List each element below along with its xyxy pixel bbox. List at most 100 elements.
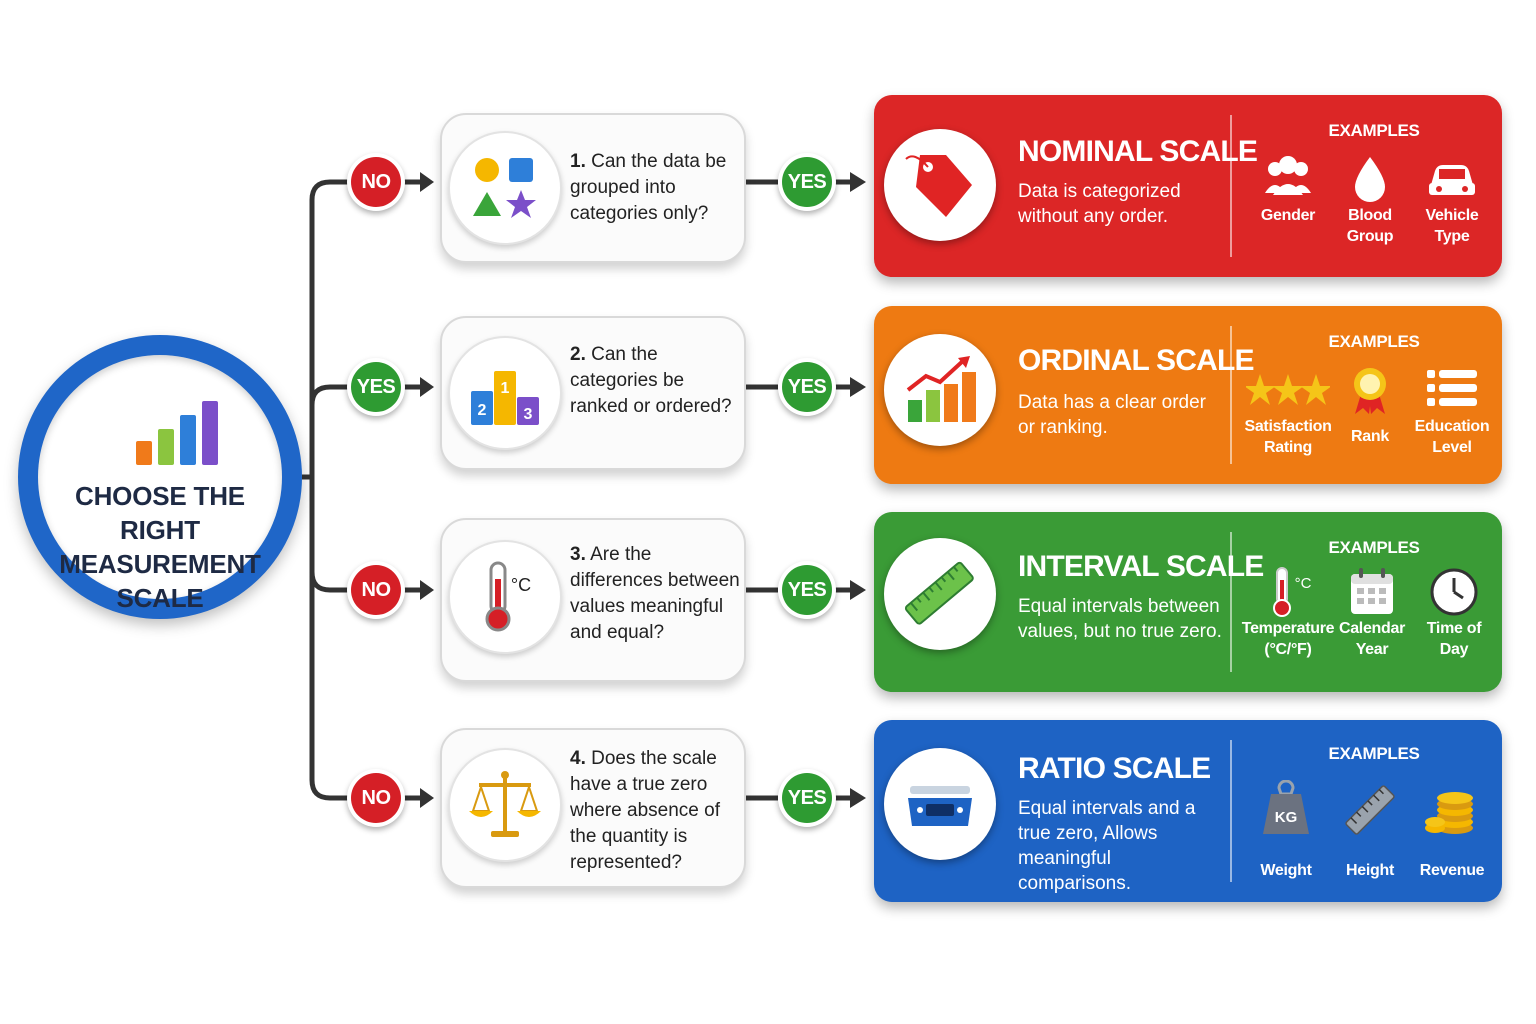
connector-to-q2 [309, 384, 348, 406]
no-badge-q4: NO [347, 769, 405, 827]
podium-icon: 2 1 3 [471, 371, 539, 425]
yes-badge-label: YES [351, 362, 401, 412]
scale-icon-circle [884, 334, 996, 446]
example-label: Weight [1260, 862, 1312, 879]
question-body: Are the differences between values meani… [570, 544, 740, 643]
arrowhead-q3 [420, 580, 434, 600]
medal-icon [1354, 368, 1386, 414]
yes-badge-scale4: YES [778, 769, 836, 827]
arrowhead-scale3 [850, 580, 866, 600]
arrowhead-scale1 [850, 172, 866, 192]
question-icon-1 [448, 131, 562, 245]
question-card-2: 2 1 3 2. Can the categories be ranked or… [440, 316, 746, 470]
question-icon-4 [448, 748, 562, 862]
question-body: Can the categories be ranked or ordered? [570, 344, 732, 417]
scale-title: NOMINAL SCALE [1018, 135, 1258, 168]
shapes-icon [473, 158, 536, 218]
celsius-label: °C [511, 575, 531, 595]
yes-badge-label: YES [782, 565, 832, 615]
ruler-icon [1345, 785, 1395, 835]
coins-icon [1425, 792, 1473, 834]
example-label: Vehicle Type [1425, 207, 1479, 245]
no-badge-q3: NO [347, 561, 405, 619]
example-time-of-day: Time of Day [1412, 566, 1496, 660]
car-icon [1429, 165, 1475, 195]
thermometer-icon: °C [485, 561, 531, 632]
example-label: Blood Group [1346, 207, 1394, 245]
example-revenue: Revenue [1410, 780, 1494, 881]
scale-description: Data is categorized without any order. [1018, 181, 1181, 227]
balance-scale-icon [469, 771, 541, 837]
question-card-1: 1. Can the data be grouped into categori… [440, 113, 746, 263]
connector-to-q1 [302, 179, 348, 480]
calendar-icon [1351, 568, 1393, 614]
scale-divider [1230, 740, 1232, 882]
scale-title: RATIO SCALE [1018, 752, 1211, 785]
yes-badge-q2: YES [347, 358, 405, 416]
yes-badge-scale1: YES [778, 153, 836, 211]
examples-label: EXAMPLES [1328, 538, 1420, 557]
question-card-3: °C 3. Are the differences between values… [440, 518, 746, 682]
question-number: 1. [570, 151, 586, 172]
example-weight: KG Weight [1244, 780, 1328, 881]
scale-icon-circle [884, 538, 996, 650]
example-blood-group: Blood Group [1328, 153, 1412, 247]
scale-title: ORDINAL SCALE [1018, 344, 1255, 377]
scale-divider [1230, 532, 1232, 672]
arrowhead-q2 [420, 377, 434, 397]
question-number: 4. [570, 748, 586, 769]
example-vehicle-type: Vehicle Type [1410, 153, 1494, 247]
podium-3-label: 3 [524, 406, 533, 423]
kg-label: KG [1275, 809, 1298, 826]
celsius-label: °C [1295, 575, 1312, 592]
question-icon-3: °C [448, 540, 562, 654]
arrowhead-q4 [420, 788, 434, 808]
example-label: Education Level [1414, 418, 1490, 456]
arrowhead-scale2 [850, 377, 866, 397]
yes-badge-label: YES [782, 773, 832, 823]
example-label: Time of Day [1426, 620, 1482, 658]
stars-icon [1246, 374, 1330, 405]
example-label: Temperature (°C/°F) [1241, 620, 1335, 658]
example-education-level: Education Level [1410, 364, 1494, 458]
question-number: 3. [570, 544, 586, 565]
scale-description: Data has a clear order or ranking. [1018, 392, 1206, 438]
examples-label: EXAMPLES [1328, 121, 1420, 140]
tag-icon [905, 155, 972, 217]
yes-badge-label: YES [782, 362, 832, 412]
example-calendar-year: Calendar Year [1330, 566, 1414, 660]
example-label: Satisfaction Rating [1244, 418, 1332, 456]
question-text-3: 3. Are the differences between values me… [570, 542, 740, 646]
examples-label: EXAMPLES [1328, 744, 1420, 763]
arrowhead-scale4 [850, 788, 866, 808]
list-icon [1427, 370, 1477, 406]
yes-badge-scale2: YES [778, 358, 836, 416]
scale-description: Equal intervals between values, but no t… [1018, 596, 1222, 642]
scale-divider [1230, 326, 1232, 464]
blood-drop-icon [1355, 157, 1385, 202]
start-node: CHOOSE THE RIGHT MEASUREMENT SCALE [18, 335, 302, 619]
scale-card-interval: INTERVAL SCALE Equal intervals between v… [874, 512, 1502, 692]
question-text-2: 2. Can the categories be ranked or order… [570, 342, 740, 420]
example-label: Calendar Year [1338, 620, 1406, 658]
examples-label: EXAMPLES [1328, 332, 1420, 351]
no-badge-q1: NO [347, 153, 405, 211]
scale-card-nominal: NOMINAL SCALE Data is categorized withou… [874, 95, 1502, 277]
question-body: Does the scale have a true zero where ab… [570, 748, 720, 873]
no-badge-label: NO [351, 157, 401, 207]
scale-title: INTERVAL SCALE [1018, 550, 1264, 583]
kg-weight-icon: KG [1263, 780, 1309, 834]
example-rank: Rank [1328, 364, 1412, 447]
yes-badge-scale3: YES [778, 561, 836, 619]
example-satisfaction-rating: Satisfaction Rating [1238, 364, 1338, 458]
example-label: Gender [1260, 207, 1316, 224]
no-badge-label: NO [351, 565, 401, 615]
no-badge-label: NO [351, 773, 401, 823]
bar-chart-icon [136, 401, 218, 465]
thermometer-icon: °C [1273, 567, 1312, 617]
example-label: Height [1346, 862, 1394, 879]
question-body: Can the data be grouped into categories … [570, 151, 727, 224]
scale-icon-circle [884, 748, 996, 860]
question-text-4: 4. Does the scale have a true zero where… [570, 746, 740, 876]
